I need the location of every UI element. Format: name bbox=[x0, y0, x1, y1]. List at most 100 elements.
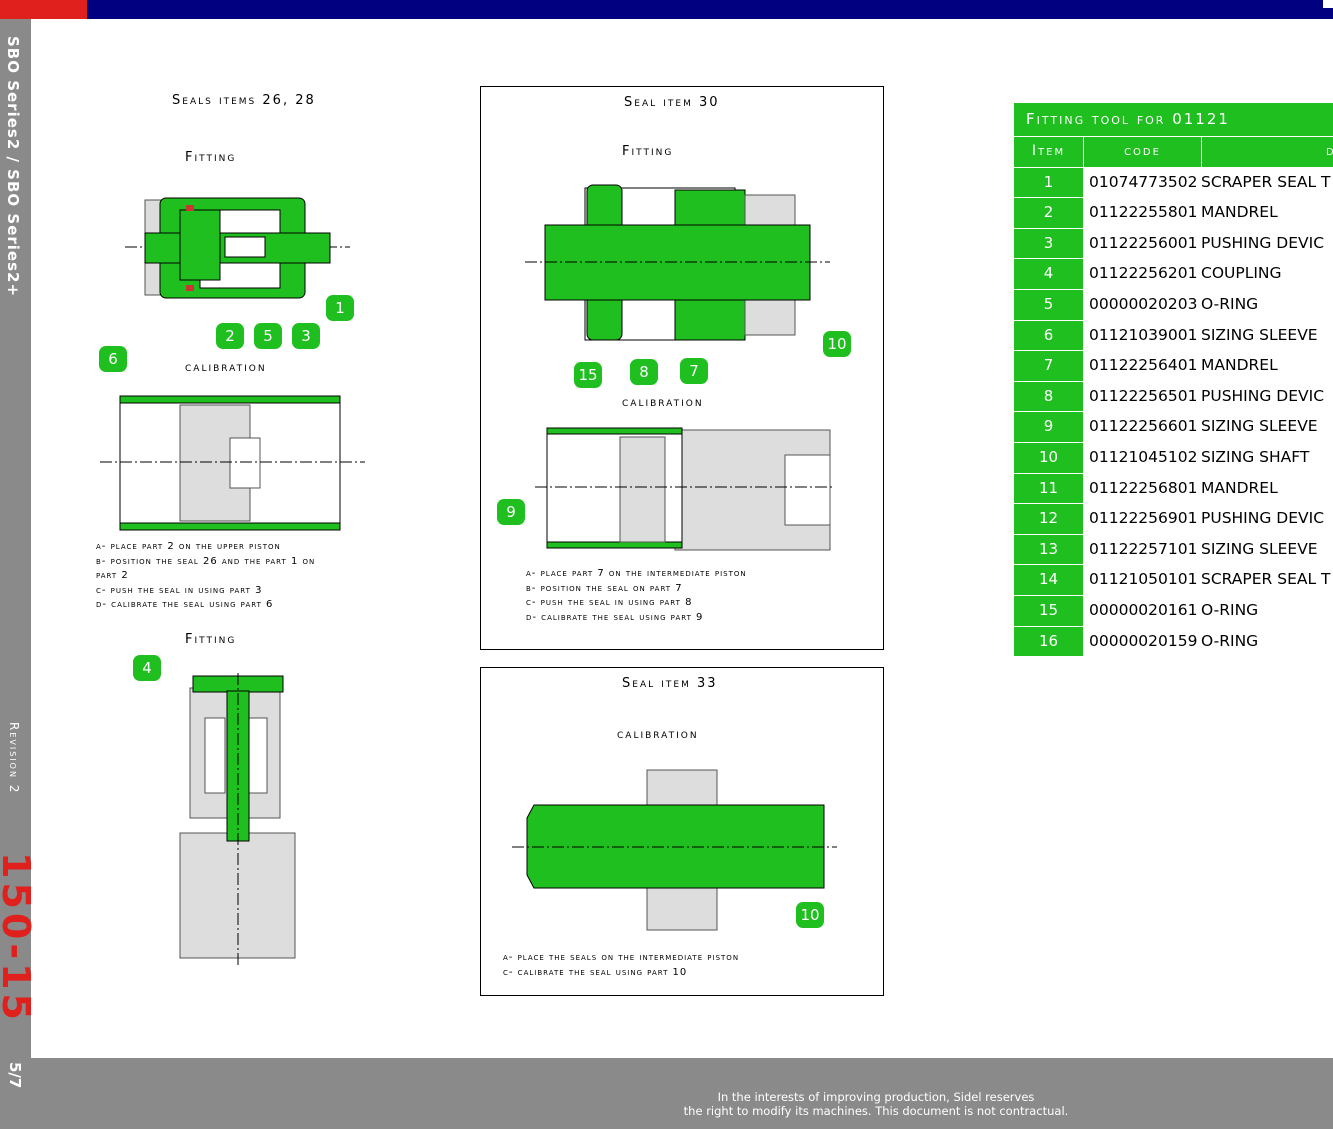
cell-description: O-RING bbox=[1201, 631, 1259, 650]
cell-description: SIZING SLEEVE bbox=[1201, 539, 1318, 558]
cell-description: O-RING bbox=[1201, 294, 1259, 313]
seal-bottom bbox=[186, 285, 194, 291]
mandrel-bottom bbox=[674, 294, 746, 341]
badge-part-10: 10 bbox=[823, 331, 851, 357]
cell-item: 16 bbox=[1014, 626, 1083, 657]
seal-30-instructions: a- place part 7 on the intermediate pist… bbox=[526, 567, 747, 625]
seal-33-calibration-label: calibration bbox=[617, 727, 699, 742]
cell-code: 00000020161 bbox=[1089, 600, 1198, 619]
top-bar bbox=[0, 0, 1333, 19]
cell-code: 01121045102 bbox=[1089, 447, 1198, 466]
cell-description: PUSHING DEVIC bbox=[1201, 386, 1325, 405]
cell-description: O-RING bbox=[1201, 600, 1259, 619]
left-fitting-label: Fitting bbox=[185, 150, 237, 165]
seal-30-instruction-a: a- place part 7 on the intermediate pist… bbox=[526, 568, 747, 579]
seal-30-instruction-d: d- calibrate the seal using part 9 bbox=[526, 611, 704, 623]
badge-part-10-b: 10 bbox=[796, 902, 824, 928]
seal-33-instruction-a: a- place the seals on the intermediate p… bbox=[503, 952, 740, 963]
cell-description: MANDREL bbox=[1201, 478, 1278, 497]
cell-code: 01122257101 bbox=[1089, 539, 1198, 558]
top-bar-corner bbox=[1323, 0, 1333, 8]
seal-33-instructions: a- place the seals on the intermediate p… bbox=[503, 951, 739, 980]
seal-top bbox=[186, 205, 194, 211]
badge-part-7: 7 bbox=[680, 358, 708, 384]
cell-item: 9 bbox=[1014, 412, 1083, 442]
badge-part-6: 6 bbox=[99, 346, 127, 372]
sleeve-bottom bbox=[546, 541, 683, 549]
left-calibration-drawing bbox=[100, 395, 365, 531]
left-instruction-c: c- push the seal in using part 3 bbox=[96, 584, 263, 596]
piston-bore bbox=[784, 454, 831, 526]
cell-description: MANDREL bbox=[1201, 203, 1278, 222]
left-fitting2-label: Fitting bbox=[185, 632, 237, 647]
left-bore bbox=[204, 717, 226, 794]
left-fitting2-drawing bbox=[179, 673, 296, 968]
seal-30-calibration-drawing bbox=[535, 427, 835, 551]
cell-code: 01122256801 bbox=[1089, 478, 1198, 497]
cell-item: 13 bbox=[1014, 534, 1083, 565]
cell-description: COUPLING bbox=[1201, 264, 1282, 283]
seal-30-instruction-b: b- position the seal on part 7 bbox=[526, 582, 683, 594]
mandrel-head bbox=[179, 209, 221, 281]
left-instruction-a: a- place part 2 on the upper piston bbox=[96, 541, 281, 552]
footer: In the interests of improving production… bbox=[0, 1058, 1333, 1129]
document-number: 150-15 bbox=[0, 852, 38, 1024]
seal-33-calibration-drawing bbox=[512, 769, 837, 931]
cell-code: 01122256001 bbox=[1089, 233, 1198, 252]
cell-code: 01122256201 bbox=[1089, 264, 1198, 283]
cell-code: 01122255801 bbox=[1089, 203, 1198, 222]
cell-code: 01121039001 bbox=[1089, 325, 1198, 344]
seal-30-fitting-drawing bbox=[525, 184, 830, 341]
left-calibration-label: calibration bbox=[185, 360, 267, 375]
left-instruction-b: b- position the seal 26 and the part 1 o… bbox=[96, 555, 316, 567]
header-item: Item bbox=[1014, 137, 1083, 167]
cell-item: 7 bbox=[1014, 351, 1083, 381]
cell-description: MANDREL bbox=[1201, 356, 1278, 375]
page-number: 5/7 bbox=[6, 1062, 24, 1089]
right-bore bbox=[246, 717, 268, 794]
cell-item: 3 bbox=[1014, 228, 1083, 259]
header-description: d bbox=[1201, 137, 1333, 167]
cell-code: 01074773502 bbox=[1089, 172, 1198, 191]
cell-code: 01121050101 bbox=[1089, 570, 1198, 589]
cell-item: 4 bbox=[1014, 259, 1083, 289]
badge-part-8: 8 bbox=[630, 359, 658, 385]
badge-part-4: 4 bbox=[133, 655, 161, 681]
cell-description: PUSHING DEVIC bbox=[1201, 233, 1325, 252]
cell-item: 1 bbox=[1014, 167, 1083, 198]
cell-item: 8 bbox=[1014, 381, 1083, 412]
top-bar-red-accent bbox=[0, 0, 87, 19]
cell-description: SCRAPER SEAL T bbox=[1201, 172, 1331, 191]
cell-description: SIZING SHAFT bbox=[1201, 447, 1310, 466]
fitting-tool-table: Fitting tool for 01121 Item code d 10107… bbox=[1014, 103, 1333, 657]
header-code: code bbox=[1083, 137, 1201, 167]
left-title: Seals items 26, 28 bbox=[172, 93, 316, 108]
seal-30-title: Seal item 30 bbox=[624, 95, 720, 110]
cell-code: 01122256601 bbox=[1089, 417, 1198, 436]
piston-bore bbox=[229, 437, 261, 489]
inner-bore bbox=[224, 236, 266, 258]
sleeve-bottom bbox=[119, 522, 341, 531]
sidebar bbox=[0, 19, 31, 1059]
footer-line-2: the right to modify its machines. This d… bbox=[683, 1104, 1069, 1118]
seal-33-title: Seal item 33 bbox=[622, 676, 718, 691]
footer-line-1: In the interests of improving production… bbox=[717, 1090, 1035, 1104]
cell-code: 01122256901 bbox=[1089, 509, 1198, 528]
cell-item: 6 bbox=[1014, 320, 1083, 351]
badge-part-3: 3 bbox=[292, 323, 320, 349]
sleeve-top bbox=[119, 395, 341, 404]
cell-item: 12 bbox=[1014, 504, 1083, 534]
left-fitting-drawing bbox=[125, 197, 350, 299]
sleeve-top bbox=[546, 427, 683, 435]
cell-description: SIZING SLEEVE bbox=[1201, 325, 1318, 344]
badge-part-15: 15 bbox=[574, 362, 602, 388]
